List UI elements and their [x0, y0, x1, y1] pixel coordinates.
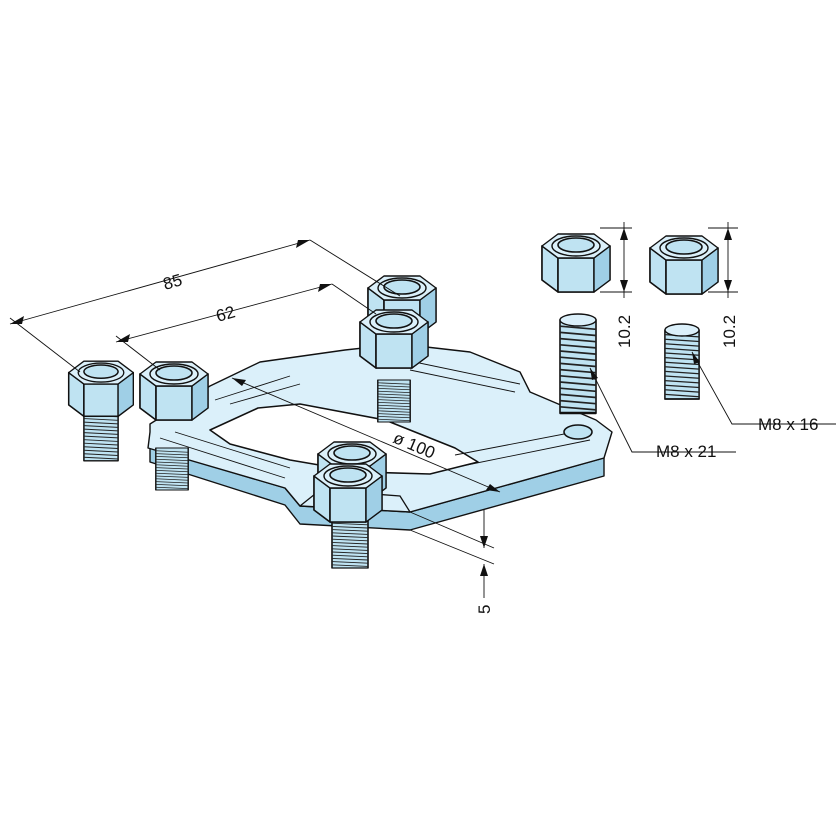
dimension-thickness: 5: [409, 510, 495, 614]
stud-long: [558, 313, 598, 415]
dimension-nut-height-right: 10.2: [708, 222, 739, 348]
callout-stud-short-label: M8 x 16: [758, 415, 818, 434]
loose-nut-right: [649, 235, 719, 295]
callout-stud-long: M8 x 21: [589, 367, 736, 461]
dim-nut-right-label: 10.2: [720, 315, 739, 348]
nut-left: [139, 361, 209, 421]
mounting-plate: [147, 343, 613, 531]
stud-under-center: [377, 379, 411, 423]
dimension-62: 62: [115, 283, 377, 371]
nut-front: [313, 463, 383, 523]
dimension-nut-height-left: 10.2: [600, 222, 634, 348]
dim-62-label: 62: [214, 302, 237, 325]
dim-85-label: 85: [161, 270, 184, 293]
nut-back: [359, 309, 429, 369]
dimension-85: 85: [9, 239, 401, 373]
callout-stud-short: M8 x 16: [691, 351, 836, 434]
callout-stud-long-label: M8 x 21: [656, 442, 716, 461]
loose-bolt: [67, 360, 135, 462]
loose-nut-left: [541, 233, 611, 293]
stud-short: [663, 323, 701, 400]
dim-thickness-label: 5: [475, 605, 494, 614]
stud-under-front: [331, 519, 369, 569]
dim-nut-left-label: 10.2: [615, 315, 634, 348]
stud-under-left: [155, 447, 189, 491]
